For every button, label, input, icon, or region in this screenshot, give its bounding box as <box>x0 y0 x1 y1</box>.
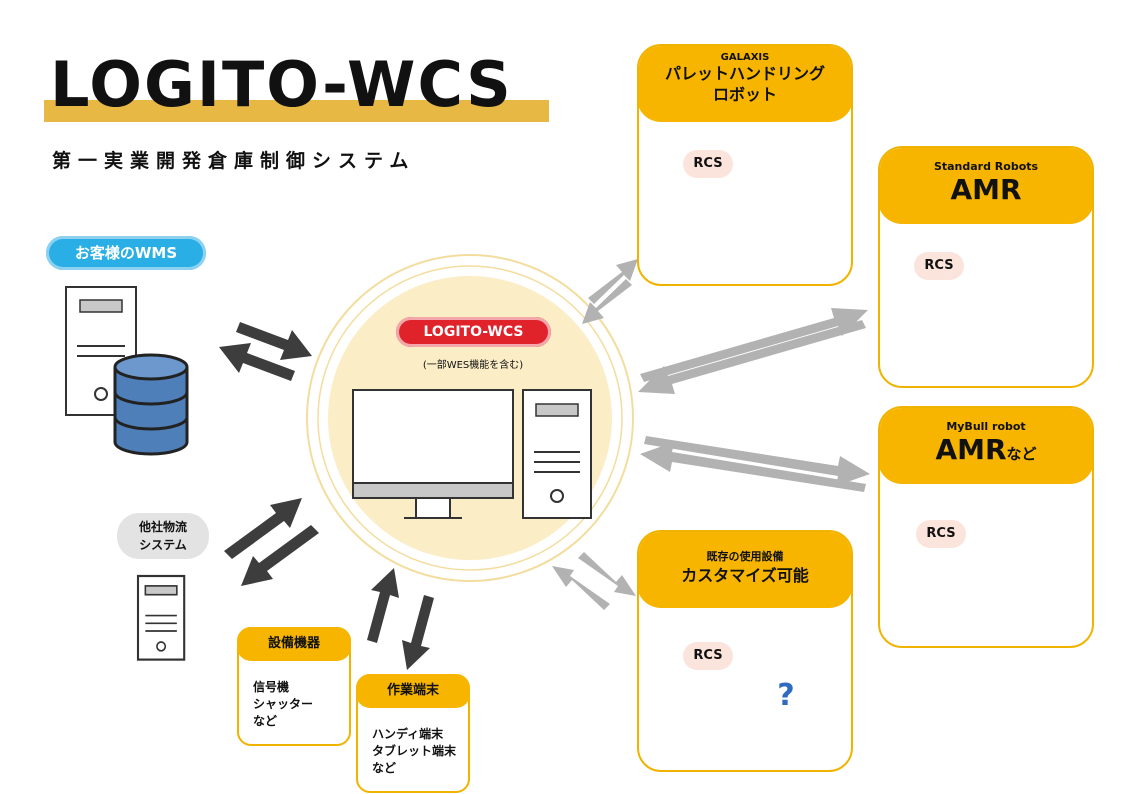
custom-equipment-name: カスタマイズ可能 <box>681 566 809 585</box>
database-icon <box>113 353 189 456</box>
terminals-items: ハンディ端末 タブレット端末 など <box>372 726 456 777</box>
page-subtitle: 第一実業開発倉庫制御システム <box>52 150 416 172</box>
mybull-rcs-badge: RCS <box>916 520 966 548</box>
standard-robots-name: AMR <box>950 173 1022 206</box>
mybull-header: MyBull robot AMRなど <box>880 408 1092 484</box>
standard-robots-rcs-badge: RCS <box>914 252 964 280</box>
galaxis-name-line2: ロボット <box>712 85 777 104</box>
galaxis-name-line1: パレットハンドリング <box>664 64 825 83</box>
custom-equipment-header: 既存の使用設備 カスタマイズ可能 <box>639 532 851 608</box>
equipment-items: 信号機 シャッター など <box>253 679 313 730</box>
wms-link-arrows <box>219 322 312 381</box>
equipment-box: 設備機器 信号機 シャッター など <box>237 627 351 746</box>
standard-robots-vendor: Standard Robots <box>933 160 1039 173</box>
monitor-icon <box>352 389 514 519</box>
device-link-arrows <box>367 568 434 670</box>
custom-equipment-vendor: 既存の使用設備 <box>706 550 784 563</box>
mybull-suffix: など <box>1006 445 1037 463</box>
title-underline <box>44 100 549 122</box>
terminals-item: タブレット端末 <box>372 744 457 758</box>
equipment-title: 設備機器 <box>237 627 351 661</box>
terminals-box: 作業端末 ハンディ端末 タブレット端末 など <box>356 674 470 793</box>
other-logistics-line2: システム <box>139 538 187 552</box>
mybull-card: MyBull robot AMRなど RCS <box>878 406 1094 648</box>
equipment-item: など <box>253 714 278 728</box>
custom-equipment-card: 既存の使用設備 カスタマイズ可能 RCS ? <box>637 530 853 772</box>
customer-wms-label: お客様のWMS <box>46 236 206 270</box>
center-system-subtitle: (一部WES機能を含む) <box>422 360 524 371</box>
terminals-title: 作業端末 <box>356 674 470 708</box>
equipment-item: 信号機 <box>253 680 290 694</box>
other-logistics-label: 他社物流 システム <box>117 513 209 559</box>
other-system-server-icon <box>136 574 186 661</box>
center-system-label: LOGITO-WCS <box>396 317 551 347</box>
mybull-vendor: MyBull robot <box>946 420 1026 433</box>
central-server-icon <box>522 389 592 519</box>
standard-robots-header: Standard Robots AMR <box>880 148 1092 224</box>
robot-link-arrows <box>552 259 870 610</box>
standard-robots-card: Standard Robots AMR RCS <box>878 146 1094 388</box>
terminals-item: ハンディ端末 <box>372 727 444 741</box>
mybull-name: AMR <box>935 433 1007 466</box>
equipment-item: シャッター <box>253 697 314 711</box>
page-title: LOGITO-WCS <box>50 48 513 121</box>
other-logistics-line1: 他社物流 <box>138 520 187 534</box>
galaxis-card: GALAXIS パレットハンドリング ロボット RCS <box>637 44 853 286</box>
galaxis-header: GALAXIS パレットハンドリング ロボット <box>639 46 851 122</box>
other-system-link-arrows <box>224 498 319 586</box>
galaxis-rcs-badge: RCS <box>683 150 733 178</box>
terminals-item: など <box>372 761 397 775</box>
galaxis-vendor: GALAXIS <box>720 52 770 63</box>
question-mark-icon: ? <box>777 678 795 713</box>
custom-equipment-rcs-badge: RCS <box>683 642 733 670</box>
mybull-name-row: AMRなど <box>880 433 1092 471</box>
